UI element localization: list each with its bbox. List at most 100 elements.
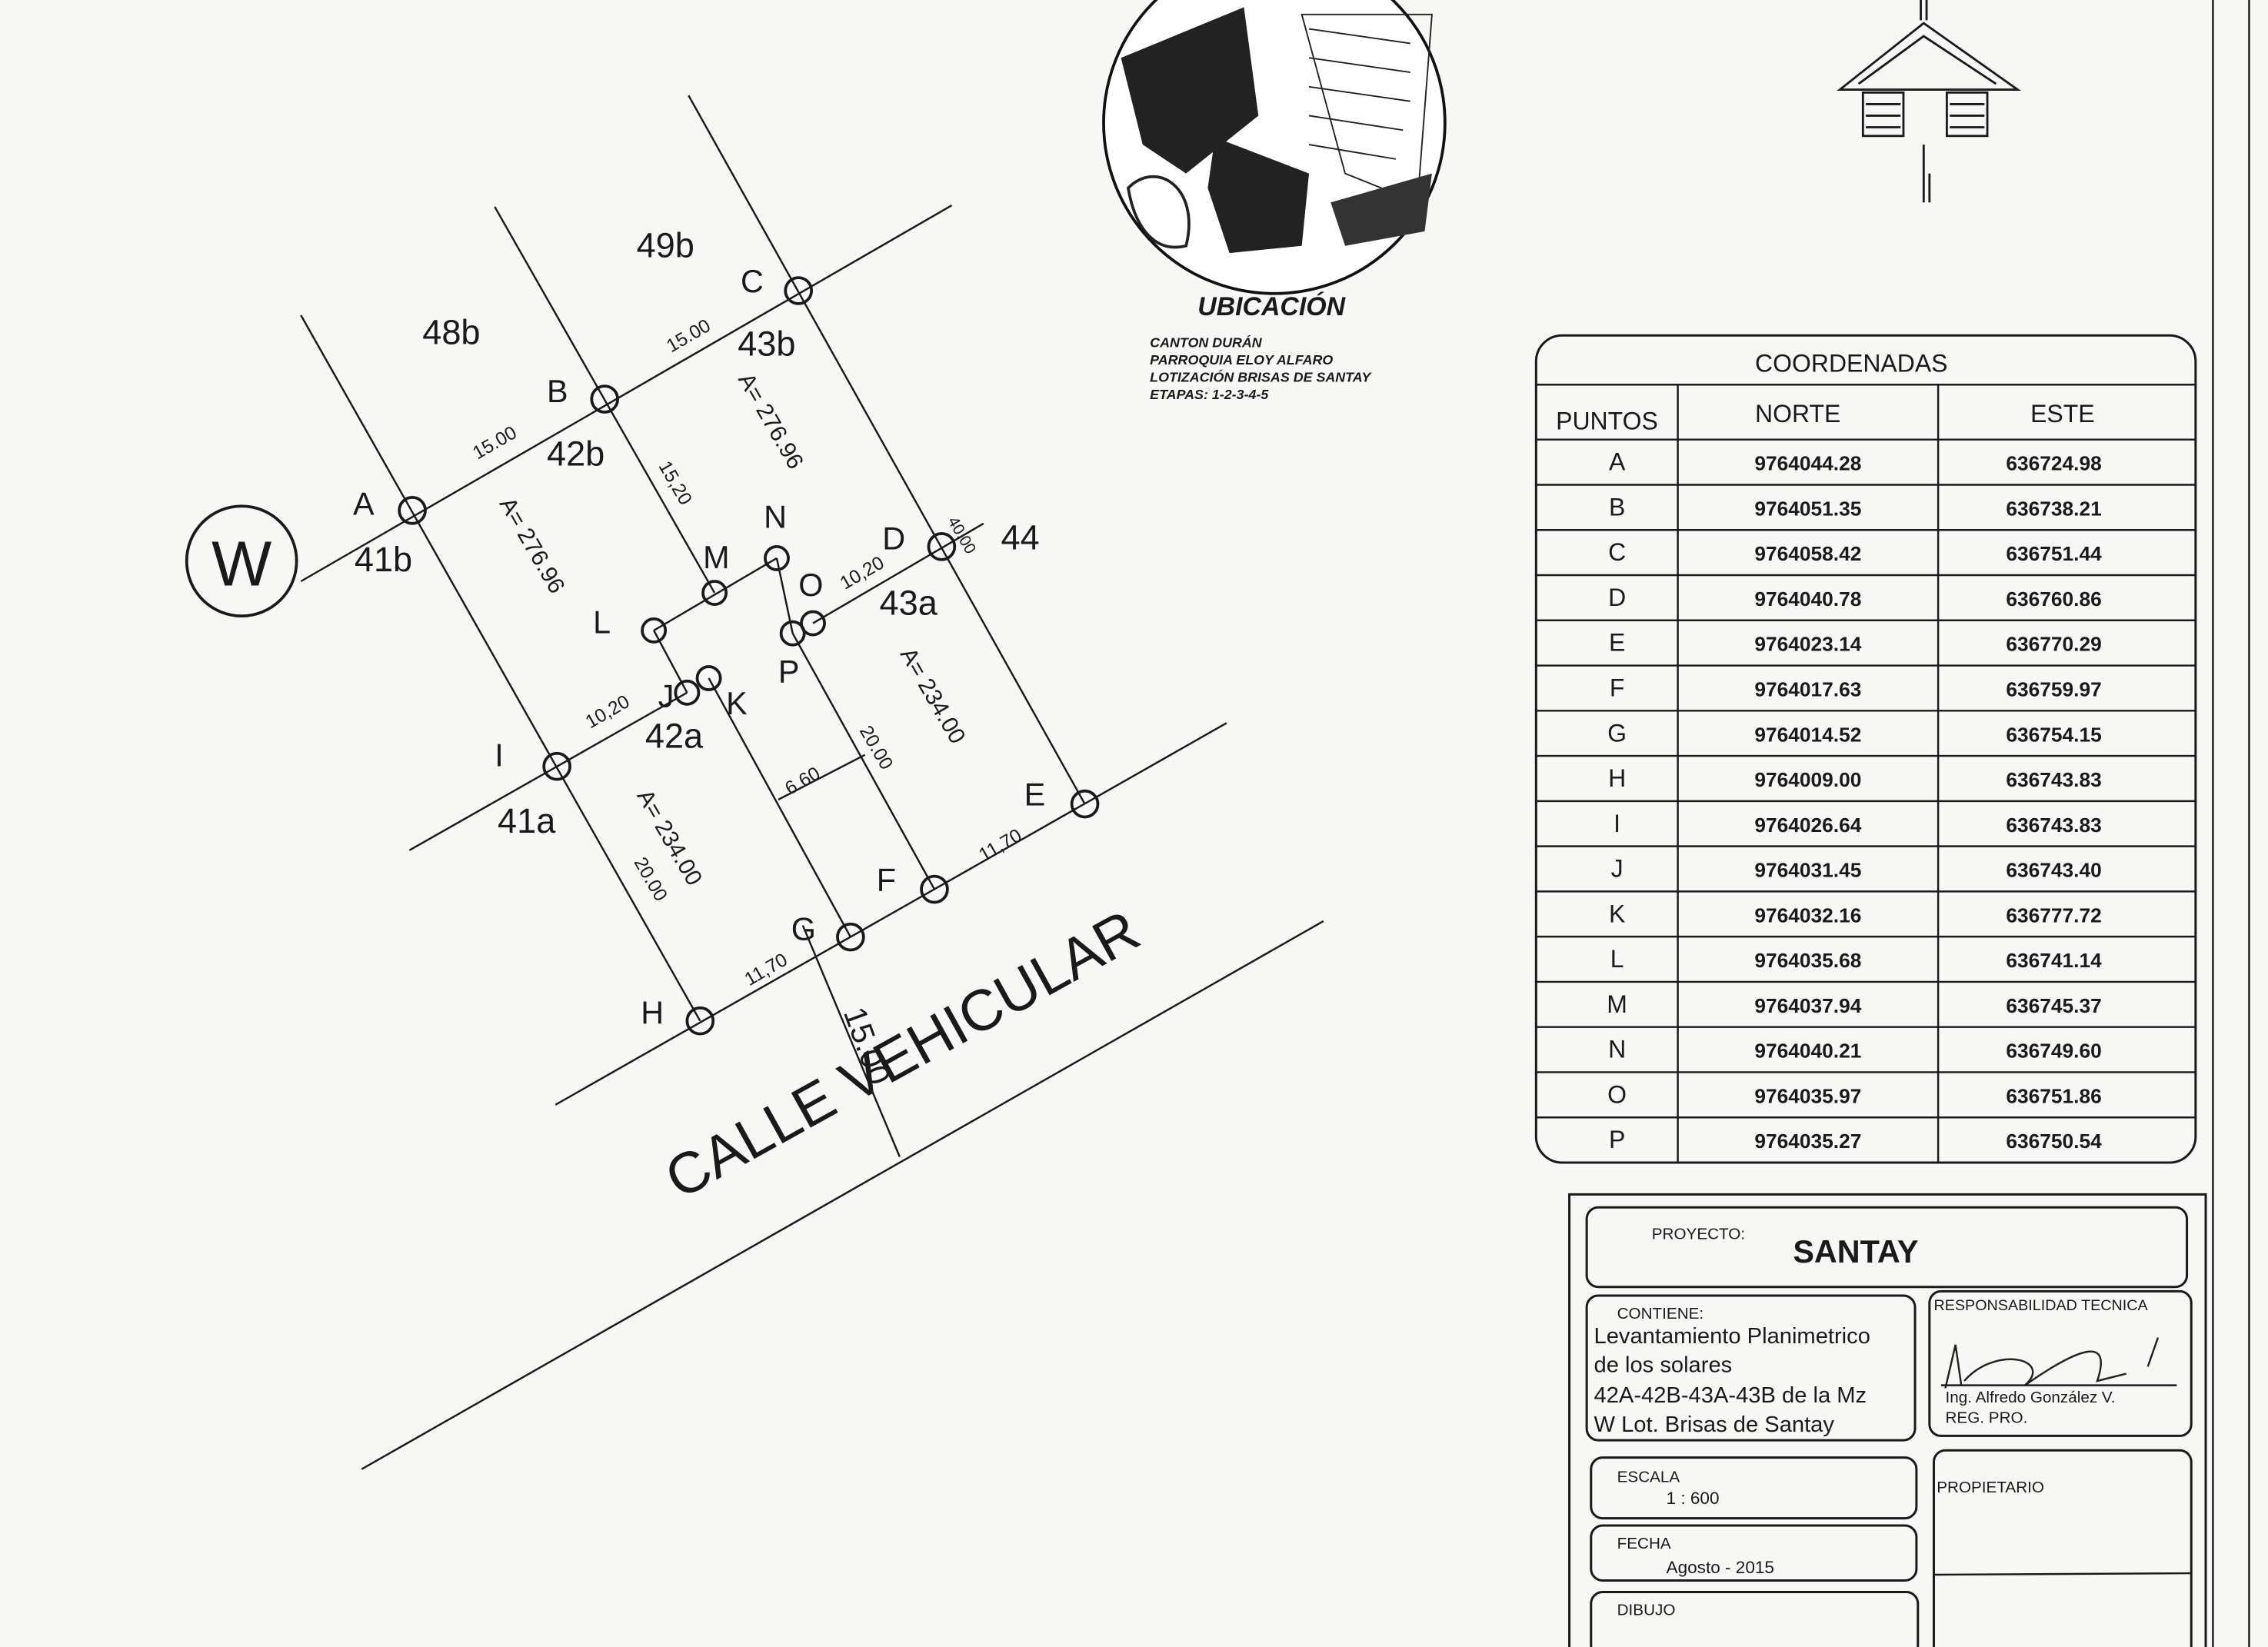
point-label: D [882,521,905,557]
point-cell: I [1614,810,1620,837]
norte-cell: 9764035.27 [1754,1130,1861,1153]
dimension-label: 15.00 [469,422,520,464]
ubicacion-line: CANTON DURÁN [1150,334,1263,350]
norte-cell: 9764014.52 [1754,723,1861,746]
norte-cell: 9764037.94 [1754,994,1861,1017]
proyecto-name: SANTAY [1793,1234,1918,1269]
block-label: W [211,528,271,600]
este-cell: 636724.98 [2006,452,2101,475]
area-label: A= 276.96 [733,369,808,474]
este-cell: 636751.44 [2006,542,2102,565]
escala-label: ESCALA [1617,1469,1680,1486]
norte-cell: 9764035.97 [1754,1084,1861,1107]
dimension-label: 20.00 [630,853,671,904]
point-label: F [877,862,896,897]
street-label: CALLE VEHICULAR [654,897,1150,1211]
contiene-line: W Lot. Brisas de Santay [1594,1412,1835,1437]
point-cell: G [1607,719,1627,747]
este-cell: 636754.15 [2006,723,2101,746]
point-label: I [495,738,504,774]
registro-label: REG. PRO. [1946,1409,2028,1427]
point-label: L [593,605,611,640]
norte-cell: 9764032.16 [1754,903,1861,927]
point-label: H [641,995,664,1030]
este-cell: 636743.40 [2006,859,2101,882]
este-cell: 636745.37 [2006,994,2101,1017]
point-cell: K [1609,900,1625,927]
contiene-line: Levantamiento Planimetrico [1594,1324,1870,1349]
este-cell: 636760.86 [2006,587,2101,611]
point-label: P [778,654,800,690]
norte-cell: 9764017.63 [1754,678,1861,701]
dimension-label: 11,70 [975,825,1025,866]
este-cell: 636770.29 [2006,633,2101,656]
point-label: A [353,486,375,521]
point-label: B [547,374,568,409]
lot-label: 42b [547,434,604,474]
area-label: A= 276.96 [495,493,570,597]
dimension-label: 20.00 [855,722,897,773]
point-cell: C [1608,538,1626,566]
point-label: O [798,567,823,603]
lot-label: 41b [355,540,412,579]
ubicacion-details: CANTON DURÁN PARROQUIA ELOY ALFARO LOTIZ… [1150,334,1372,402]
ubicacion-line: LOTIZACIÓN BRISAS DE SANTAY [1150,368,1372,384]
responsabilidad-label: RESPONSABILIDAD TECNICA [1933,1297,2148,1314]
point-cell: B [1609,493,1625,521]
contiene-line: 42A-42B-43A-43B de la Mz [1594,1383,1867,1408]
point-cell: D [1608,584,1626,611]
norte-cell: 9764040.78 [1754,587,1861,611]
point-label: C [741,264,764,299]
point-cell: F [1610,674,1625,702]
dimension-label: 15,20 [654,458,696,508]
ubicacion-title: UBICACIÓN [1197,292,1346,321]
contiene-label: CONTIENE: [1617,1305,1704,1323]
point-cell: P [1609,1126,1625,1153]
este-cell: 636750.54 [2006,1130,2102,1153]
este-cell: 636751.86 [2006,1084,2101,1107]
point-cell: H [1608,764,1626,792]
este-cell: 636749.60 [2006,1040,2101,1063]
north-arrow-icon [1837,0,2021,203]
propietario-label: PROPIETARIO [1937,1479,2044,1496]
norte-cell: 9764009.00 [1754,768,1861,791]
norte-cell: 9764058.42 [1754,542,1861,565]
lot-label: 43b [738,324,795,364]
table-header: PUNTOS [1556,408,1658,435]
contiene-line: de los solares [1594,1353,1733,1378]
este-cell: 636741.14 [2006,949,2102,972]
table-title: COORDENADAS [1755,349,1947,377]
point-cell: A [1609,448,1626,476]
ubicacion-line: PARROQUIA ELOY ALFARO [1150,352,1333,368]
table-row: N 9764040.21 636749.60 [1536,1026,2196,1063]
table-row: H 9764009.00 636743.83 [1536,754,2196,792]
lot-lines [300,95,1324,1470]
point-cell: L [1610,945,1624,973]
este-cell: 636743.83 [2006,768,2101,791]
point-cell: N [1608,1036,1626,1063]
norte-cell: 9764040.21 [1754,1040,1861,1063]
table-header: NORTE [1755,400,1840,428]
block-marker [185,504,298,618]
proyecto-label: PROYECTO: [1652,1226,1745,1243]
fecha-label: FECHA [1617,1535,1671,1552]
point-cell: O [1607,1080,1627,1108]
escala-value: 1 : 600 [1667,1489,1720,1508]
este-cell: 636738.21 [2006,497,2101,520]
title-block: PROYECTO: SANTAY CONTIENE: Levantamiento… [1568,1193,2207,1647]
lot-label: 48b [422,313,480,352]
lot-label: 44 [1001,518,1039,557]
point-cell: J [1611,855,1624,883]
location-map [1102,0,1447,295]
lot-labels: 48b 49b 43b 42b 41b 44 43a 42a 41a [355,226,1040,840]
point-label: J [658,679,674,714]
table-header: ESTE [2030,400,2094,428]
este-cell: 636759.97 [2006,678,2101,701]
norte-cell: 9764023.14 [1754,633,1861,656]
